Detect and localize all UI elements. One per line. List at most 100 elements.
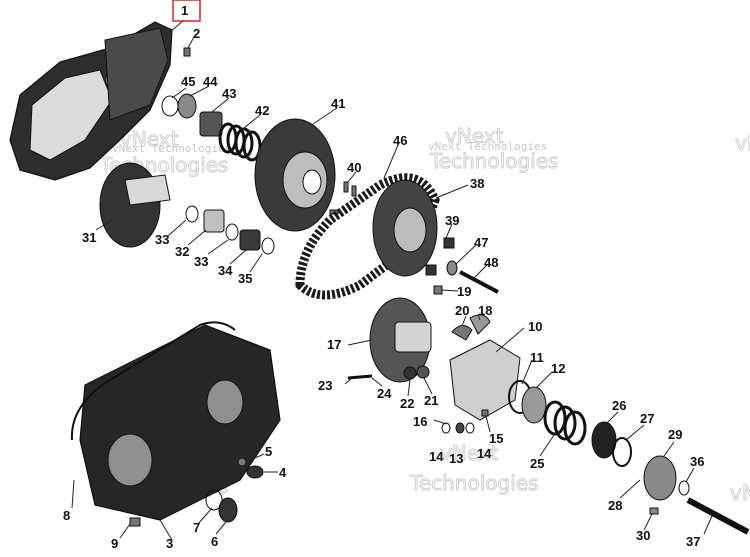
pin-part-23[interactable] [347,374,373,380]
callout-34[interactable]: 34 [218,263,233,278]
callout-13[interactable]: 13 [449,451,463,466]
gasket-part-8[interactable] [70,321,236,441]
shoe-part-20[interactable] [451,325,473,341]
washer-part-36[interactable] [678,480,690,496]
callout-33a[interactable]: 33 [155,232,169,247]
callout-48[interactable]: 48 [484,255,498,270]
spring-part-42[interactable] [218,122,262,162]
callout-36[interactable]: 36 [690,454,704,469]
spring-part-25[interactable] [543,400,587,446]
callout-31[interactable]: 31 [82,230,96,245]
ring-part-13[interactable] [455,422,465,434]
drive-belt-part-46[interactable] [295,173,440,300]
callout-1[interactable]: 1 [181,3,188,18]
callout-45[interactable]: 45 [181,74,195,89]
callout-16[interactable]: 16 [413,414,427,429]
bushing-part-32[interactable] [203,209,225,233]
callout-33b[interactable]: 33 [194,254,208,269]
callout-12[interactable]: 12 [551,361,565,376]
ring-part-45[interactable] [161,95,179,117]
driven-pulley-hub [393,207,427,253]
callout-30[interactable]: 30 [636,528,650,543]
bearing-part-43[interactable] [199,111,223,137]
callout-15[interactable]: 15 [489,431,503,446]
ring-part-33-lower[interactable] [225,223,239,241]
callout-35[interactable]: 35 [238,271,252,286]
callout-19[interactable]: 19 [457,284,471,299]
callout-40[interactable]: 40 [347,160,361,175]
nut-part-30[interactable] [649,507,659,515]
outer-cover-inner [29,69,113,161]
callout-29[interactable]: 29 [668,427,682,442]
pin-part-15[interactable] [481,409,489,417]
callout-32[interactable]: 32 [175,244,189,259]
callout-38[interactable]: 38 [470,176,484,191]
bolt-part-37[interactable] [686,497,750,535]
cam-part-10[interactable] [449,339,521,421]
watermark-large-bottom-4: Technologies [409,471,538,495]
cap-part-6[interactable] [218,497,238,523]
callout-6[interactable]: 6 [211,534,218,549]
callout-3[interactable]: 3 [166,536,173,551]
watermark-large-top-4: vNext [440,441,499,465]
callout-37[interactable]: 37 [686,534,700,549]
roller-part-39b[interactable] [425,264,437,276]
inner-cover-bore-1 [107,433,153,487]
bolt-part-9[interactable] [129,517,141,527]
callout-42[interactable]: 42 [255,103,269,118]
callout-20[interactable]: 20 [455,303,469,318]
sleeve-part-12[interactable] [521,386,547,424]
shoe-part-18[interactable] [469,314,491,335]
callout-14a[interactable]: 14 [429,449,444,464]
leader-lines [71,19,713,541]
washer-part-47[interactable] [446,260,458,276]
ring-part-27[interactable] [612,437,632,467]
callout-5[interactable]: 5 [265,444,272,459]
callout-18[interactable]: 18 [478,303,492,318]
watermark-small-1: vNext Technologies [112,142,231,155]
callout-39[interactable]: 39 [445,213,459,228]
callout-11[interactable]: 11 [530,350,544,365]
pin-part-40b[interactable] [351,185,357,197]
inner-cover-part-3[interactable] [79,324,281,521]
roller-part-22[interactable] [403,366,417,380]
callout-47[interactable]: 47 [474,235,488,250]
callout-46[interactable]: 46 [393,133,407,148]
callout-7[interactable]: 7 [193,520,200,535]
ring-part-14a[interactable] [441,422,451,434]
callout-21[interactable]: 21 [424,393,438,408]
ring-part-35[interactable] [261,237,275,255]
callout-22[interactable]: 22 [400,396,414,411]
pin-part-19[interactable] [433,285,443,295]
bolt-part-2[interactable] [183,47,191,57]
callout-10[interactable]: 10 [528,319,542,334]
callout-41[interactable]: 41 [331,96,345,111]
callout-26[interactable]: 26 [612,398,626,413]
roller-part-39a[interactable] [443,237,455,249]
pin-part-40a[interactable] [343,181,349,193]
callout-labels: 1 2 3 4 5 6 7 8 9 10 11 12 13 14 14 15 1… [63,3,704,551]
ring-part-5[interactable] [237,457,247,467]
callout-23[interactable]: 23 [318,378,332,393]
callout-4[interactable]: 4 [279,465,287,480]
ring-part-7[interactable] [205,489,223,511]
roller-part-21[interactable] [416,365,430,379]
callout-28[interactable]: 28 [608,498,622,513]
ring-part-44[interactable] [177,93,197,119]
plate-part-29[interactable] [643,455,677,501]
bushing-part-34[interactable] [239,229,261,251]
callout-44[interactable]: 44 [203,74,218,89]
callout-9[interactable]: 9 [111,536,118,551]
callout-24[interactable]: 24 [377,386,392,401]
callout-17[interactable]: 17 [327,337,341,352]
callout-14b[interactable]: 14 [477,446,492,461]
bolt-part-48[interactable] [459,270,499,294]
callout-25[interactable]: 25 [530,456,544,471]
plug-part-4[interactable] [246,465,264,479]
ring-part-33-upper[interactable] [185,205,199,223]
callout-8[interactable]: 8 [63,508,70,523]
callout-2[interactable]: 2 [193,26,200,41]
callout-27[interactable]: 27 [640,411,654,426]
ring-part-14b[interactable] [465,422,475,434]
callout-43[interactable]: 43 [222,86,236,101]
